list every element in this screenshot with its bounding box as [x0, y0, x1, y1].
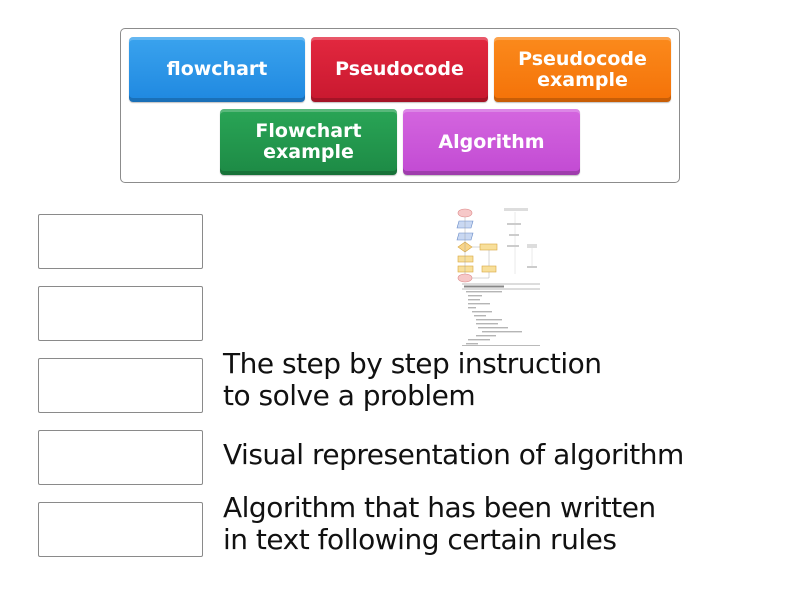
flowchart-pseudocode-thumbnail: [456, 208, 540, 346]
drop-zone-5[interactable]: [38, 502, 203, 557]
tile-pseudocode-example[interactable]: Pseudocode example: [494, 37, 671, 102]
clue-text-algorithm-definition: The step by step instruction to solve a …: [223, 347, 602, 412]
tile-pseudocode[interactable]: Pseudocode: [311, 37, 488, 102]
clue-text-flowchart-definition: Visual representation of algorithm: [223, 438, 684, 471]
tile-label: Pseudocode: [335, 58, 464, 80]
drop-zone-3[interactable]: [38, 358, 203, 413]
clue-image-flowchart-pseudocode: [452, 204, 548, 346]
tile-label: Flowchart example: [255, 120, 362, 163]
tile-label: Algorithm: [438, 130, 545, 153]
drop-zone-4[interactable]: [38, 430, 203, 485]
tile-label: Pseudocode example: [518, 47, 647, 91]
drop-zone-2[interactable]: [38, 286, 203, 341]
clue-text-pseudocode-definition: Algorithm that has been written in text …: [223, 491, 656, 556]
tile-flowchart[interactable]: flowchart: [129, 37, 305, 102]
tile-label: flowchart: [166, 58, 268, 80]
tile-flowchart-example[interactable]: Flowchart example: [220, 109, 397, 175]
drop-zone-1[interactable]: [38, 214, 203, 269]
tile-algorithm[interactable]: Algorithm: [403, 109, 580, 175]
